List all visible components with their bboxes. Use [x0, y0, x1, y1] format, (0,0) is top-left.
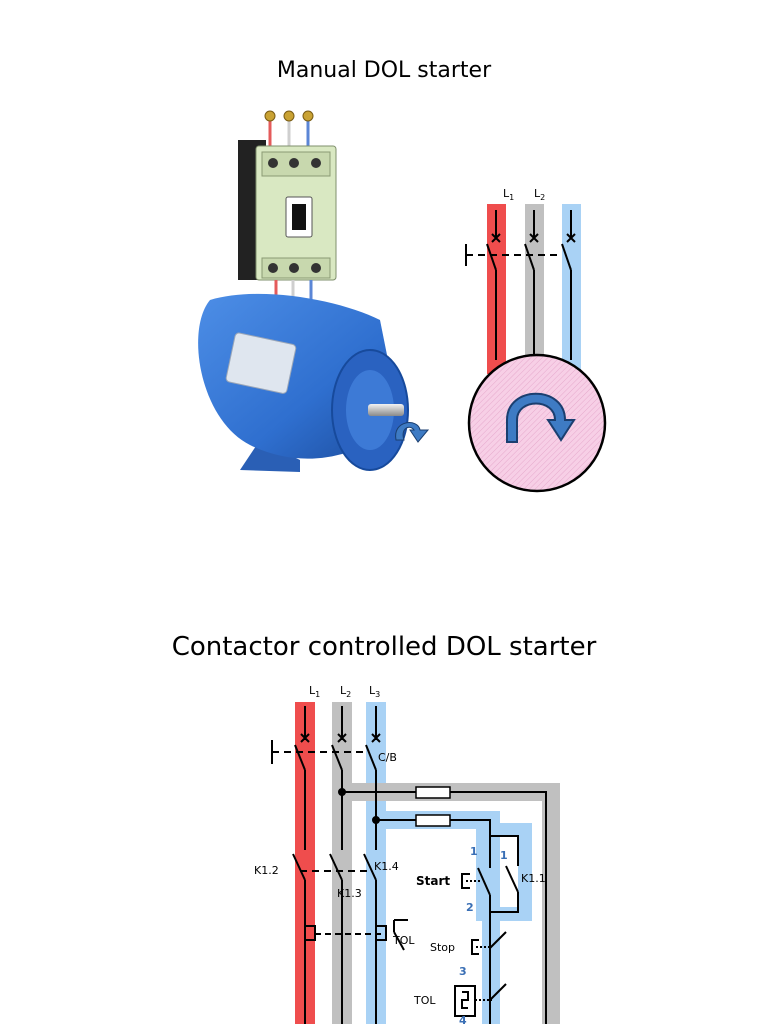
k11-hold-band — [476, 823, 532, 921]
fuse-l2 — [415, 786, 451, 799]
manual-dol-title: Manual DOL starter — [276, 58, 492, 83]
manual-starter-illustration — [198, 110, 430, 472]
manual-l2-label: L2 — [534, 187, 545, 202]
terminal-number-1: 1 — [470, 845, 478, 858]
ctl-l3-label: L3 — [369, 684, 380, 699]
ctl-l1-label: L1 — [309, 684, 320, 699]
manual-breaker-contacts — [465, 210, 576, 360]
terminal-number-2: 2 — [466, 901, 474, 914]
electric-motor — [198, 293, 430, 472]
fuse-l3 — [415, 814, 451, 827]
k13-label: K1.3 — [337, 887, 362, 900]
terminal-number-4: 4 — [459, 1014, 467, 1024]
terminal-number-3: 3 — [459, 965, 467, 978]
k11-label: K1.1 — [521, 872, 546, 885]
ctl-phase-l1-band — [295, 702, 315, 1024]
rotation-arrow-icon — [506, 392, 576, 443]
ctl-l2-label: L2 — [340, 684, 351, 699]
overload-heater-label: TOL — [392, 934, 415, 947]
manual-l1-label: L1 — [503, 187, 514, 202]
motor-protection-breaker — [238, 140, 337, 281]
motor-symbol — [467, 353, 607, 493]
manual-starter-schematic: L1 L2 — [465, 187, 607, 493]
ctl-power-wiring — [271, 706, 547, 1024]
start-button-label: Start — [416, 874, 450, 888]
k14-label: K1.4 — [374, 860, 399, 873]
contactor-dol-title: Contactor controlled DOL starter — [171, 632, 597, 662]
stop-button-label: Stop — [430, 941, 455, 954]
contactor-starter-schematic: L1 L2 L3 — [254, 684, 560, 1024]
ctl-phase-l3-band — [366, 702, 386, 1024]
k12-label: K1.2 — [254, 864, 279, 877]
ctl-phase-l2-band — [332, 702, 352, 1024]
k11-terminal-number: 1 — [500, 849, 508, 862]
breaker-label: C/B — [378, 751, 397, 764]
supply-wires-top — [264, 110, 314, 148]
tol-control-label: TOL — [413, 994, 436, 1007]
